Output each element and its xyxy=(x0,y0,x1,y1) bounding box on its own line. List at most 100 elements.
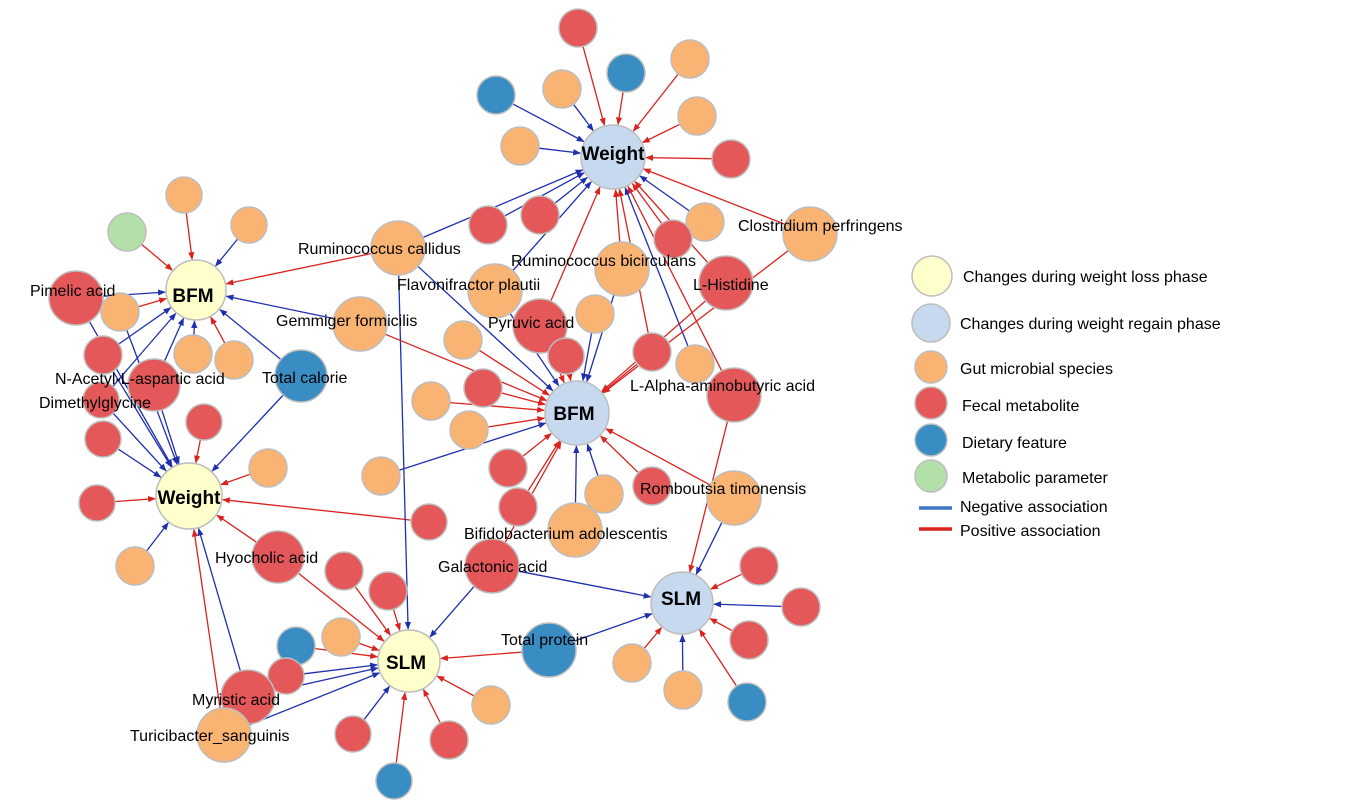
hub-label-weight-regain: Weight xyxy=(582,144,646,165)
edge-n42-to-hub-weight-regain xyxy=(631,182,663,225)
node-n49 xyxy=(575,294,615,334)
edge-n5-to-hub-bfm-loss xyxy=(138,297,167,308)
node-n32 xyxy=(606,53,646,93)
node-n14 xyxy=(248,448,288,488)
node-n23 xyxy=(267,657,305,695)
node-n63 xyxy=(632,466,672,506)
edge-romboutsia-to-hub-slm-regain xyxy=(695,521,723,575)
hub-label-weight-loss: Weight xyxy=(158,488,222,509)
hub-label-slm-regain: SLM xyxy=(661,589,701,610)
edge-clostridium-to-hub-bfm-regain xyxy=(602,249,789,394)
node-n51 xyxy=(547,337,585,375)
edge-n39-to-hub-weight-regain xyxy=(504,172,585,217)
edge-aminobutyric-to-hub-weight-regain xyxy=(627,185,723,372)
edge-n8-to-hub-bfm-loss xyxy=(191,320,198,336)
edge-n67-to-hub-slm-regain xyxy=(710,573,743,590)
edge-n6-to-hub-bfm-loss xyxy=(118,307,172,345)
legend-label-positive: Positive association xyxy=(960,523,1101,540)
legend-label-loss-phase: Changes during weight loss phase xyxy=(963,269,1208,286)
node-n1 xyxy=(107,212,147,252)
node-n22 xyxy=(321,617,361,657)
label-total-protein: Total protein xyxy=(501,632,588,649)
node-layer xyxy=(48,8,838,800)
edge-n35-to-hub-weight-regain xyxy=(632,73,679,132)
edge-n51-to-hub-bfm-regain xyxy=(566,373,573,382)
edge-n68-to-hub-slm-regain xyxy=(713,601,783,608)
edge-n27-to-hub-slm-loss xyxy=(395,692,408,764)
edge-n19-to-hub-slm-loss xyxy=(354,586,391,636)
edge-n13-to-hub-weight-loss xyxy=(117,448,162,478)
node-label-layer: Weight BFM SLM Weight BFM SLM Pimelic ac… xyxy=(30,144,903,745)
edge-n56-to-hub-bfm-regain xyxy=(449,401,545,413)
node-hub-slm-loss xyxy=(377,629,441,693)
edge-n58-to-hub-bfm-regain xyxy=(487,416,546,428)
edge-n1-to-hub-bfm-loss xyxy=(141,243,173,271)
edge-hyocholic-to-hub-slm-loss xyxy=(297,572,385,642)
node-nacetyl xyxy=(127,358,181,412)
legend-label-regain-phase: Changes during weight regain phase xyxy=(960,316,1221,333)
edge-n60-to-hub-bfm-regain xyxy=(522,433,552,457)
node-n33 xyxy=(476,75,516,115)
legend-swatch-metabolic xyxy=(914,459,948,493)
node-n54 xyxy=(675,344,715,384)
edge-dimethylglycine-to-hub-weight-loss xyxy=(112,412,167,472)
edge-rum-bicirculans-to-hub-weight-regain xyxy=(613,189,621,243)
edge-n28-to-hub-slm-loss xyxy=(422,688,441,724)
label-hyocholic-acid: Hyocholic acid xyxy=(215,550,318,567)
label-flavonifractor-plautii: Flavonifractor plautii xyxy=(397,277,540,294)
edge-myristic-to-hub-weight-loss xyxy=(197,527,242,672)
node-n72 xyxy=(727,682,767,722)
legend-label-dietary: Dietary feature xyxy=(962,435,1067,452)
node-flavonifractor xyxy=(467,263,523,319)
label-clostridium-perfringens: Clostridium perfringens xyxy=(738,218,903,235)
node-total-calorie xyxy=(274,349,328,403)
edge-n52-to-hub-bfm-regain xyxy=(478,349,550,396)
label-total-calorie: Total calorie xyxy=(262,370,347,387)
node-histidine xyxy=(698,255,754,311)
edge-n2-to-hub-bfm-loss xyxy=(185,212,195,260)
node-hub-weight-loss xyxy=(155,462,223,530)
node-dimethylglycine xyxy=(82,381,120,419)
node-n42 xyxy=(653,219,693,259)
node-rum-bicirculans xyxy=(594,241,650,297)
label-romboutsia-timonensis: Romboutsia timonensis xyxy=(640,481,806,498)
edge-n26-to-hub-slm-loss xyxy=(363,685,391,721)
node-aminobutyric xyxy=(706,367,762,423)
edge-gemmiger-to-hub-bfm-regain xyxy=(384,333,548,402)
node-hyocholic xyxy=(251,530,305,584)
node-n17 xyxy=(410,503,448,541)
node-hub-bfm-loss xyxy=(165,259,227,321)
node-n13 xyxy=(84,420,122,458)
node-n26 xyxy=(334,715,372,753)
label-n-acetyl-aspartic-acid: N-Acetyl-L-aspartic acid xyxy=(55,371,225,388)
node-n3 xyxy=(230,206,268,244)
node-n67 xyxy=(739,546,779,586)
node-n9 xyxy=(214,340,254,380)
edge-n63-to-hub-bfm-regain xyxy=(600,435,639,474)
node-n40 xyxy=(520,195,560,235)
label-turicibacter-sanguinis: Turicibacter_sanguinis xyxy=(130,728,289,745)
node-n69 xyxy=(729,620,769,660)
node-n12 xyxy=(185,403,223,441)
hub-label-slm-loss: SLM xyxy=(386,653,426,674)
node-n2 xyxy=(165,176,203,214)
edge-n69-to-hub-slm-regain xyxy=(709,617,733,632)
node-n68 xyxy=(781,587,821,627)
node-n59 xyxy=(361,456,401,496)
node-n57 xyxy=(463,368,503,408)
node-pimelic xyxy=(48,270,104,326)
node-galactonic xyxy=(464,538,520,594)
node-n71 xyxy=(663,670,703,710)
edge-n17-to-hub-weight-loss xyxy=(222,497,412,521)
node-n53 xyxy=(632,332,672,372)
edge-galactonic-to-hub-slm-loss xyxy=(429,585,475,638)
node-total-protein xyxy=(521,622,577,678)
label-galactonic-acid: Galactonic acid xyxy=(438,559,547,576)
node-romboutsia xyxy=(706,470,762,526)
node-n6 xyxy=(83,335,123,375)
node-n62 xyxy=(584,474,624,514)
edge-nacetyl-to-hub-bfm-loss xyxy=(163,317,185,362)
legend-swatch-microbe xyxy=(914,350,948,384)
edge-n29-to-hub-slm-loss xyxy=(436,675,475,697)
node-n20 xyxy=(368,571,408,611)
